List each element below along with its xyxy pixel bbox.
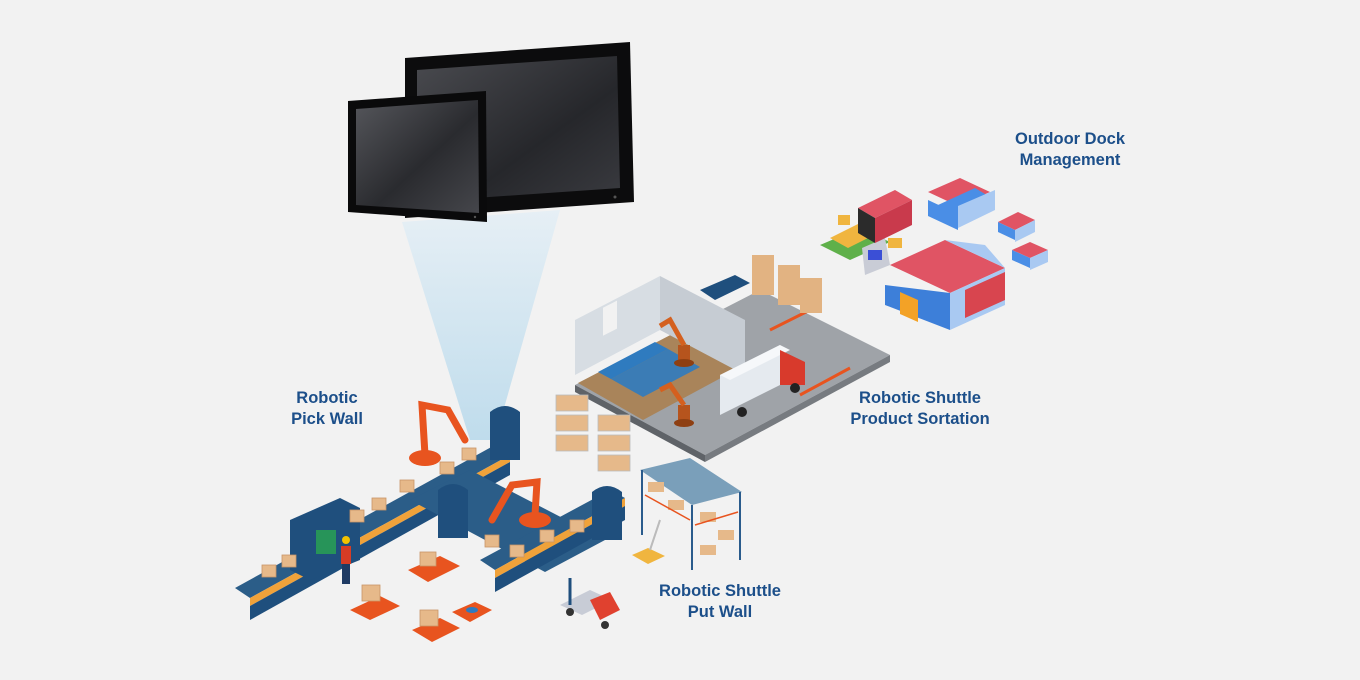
put-wall-shelving: [560, 458, 742, 629]
label-outdoor-dock-management: Outdoor Dock Management: [1000, 129, 1140, 171]
sortation-warehouse: [575, 255, 890, 462]
dock-containers: [820, 178, 1048, 330]
label-robotic-shuttle-product-sortation: Robotic Shuttle Product Sortation: [830, 388, 1010, 430]
label-line: Product Sortation: [850, 410, 990, 428]
label-line: Robotic: [296, 389, 358, 407]
projection-beam: [402, 210, 560, 440]
label-line: Robotic Shuttle: [859, 389, 981, 407]
label-line: Put Wall: [687, 603, 753, 621]
label-line: Management: [1019, 151, 1121, 169]
label-line: Outdoor Dock: [1015, 130, 1125, 148]
pick-wall-line: [235, 394, 631, 642]
small-panel-pc: [348, 91, 487, 222]
label-line: Pick Wall: [291, 410, 363, 428]
label-line: Robotic Shuttle: [659, 582, 781, 600]
label-robotic-pick-wall: Robotic Pick Wall: [262, 388, 392, 430]
label-robotic-shuttle-put-wall: Robotic Shuttle Put Wall: [640, 581, 800, 623]
